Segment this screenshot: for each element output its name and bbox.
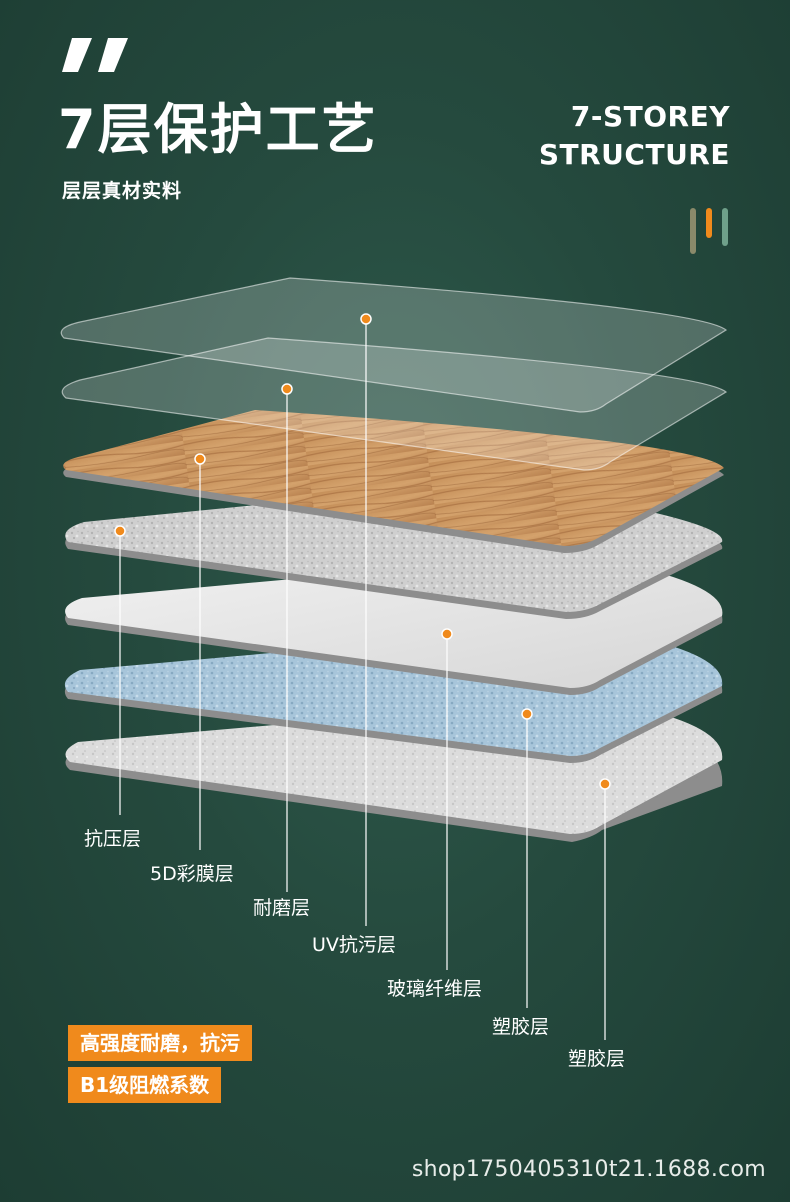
page-title: 7层保护工艺 xyxy=(58,98,378,161)
leader-lines xyxy=(119,319,606,1040)
shop-watermark: shop1750405310t21.1688.com xyxy=(411,1157,766,1182)
layer-5d-color-film xyxy=(63,410,724,553)
english-title-line-2: STRUCTURE xyxy=(538,138,730,171)
callout-dot xyxy=(599,778,611,790)
quote-mark-icon xyxy=(62,38,128,72)
english-title-line-1: 7-STOREY xyxy=(570,100,730,133)
callout-dot xyxy=(114,525,126,537)
callout-dot xyxy=(521,708,533,720)
layer-wear-resistant xyxy=(61,337,728,471)
label-plastic-layer-1: 塑胶层 xyxy=(492,1016,550,1038)
label-5d-film-layer: 5D彩膜层 xyxy=(150,863,234,885)
label-pressure-layer: 抗压层 xyxy=(84,828,142,850)
label-wear-layer: 耐磨层 xyxy=(253,897,311,919)
accent-bar xyxy=(722,208,728,246)
page-subtitle: 层层真材实料 xyxy=(62,180,183,202)
feature-badge-fire: B1级阻燃系数 xyxy=(68,1067,222,1103)
accent-bar xyxy=(690,208,696,254)
label-plastic-layer-2: 塑胶层 xyxy=(568,1048,626,1070)
callout-dot xyxy=(441,628,453,640)
layer-uv-anti-stain xyxy=(60,277,728,413)
feature-badge-wear: 高强度耐磨，抗污 xyxy=(68,1025,252,1061)
callout-dot xyxy=(194,453,206,465)
accent-bars-icon xyxy=(690,208,732,258)
callout-dots xyxy=(114,313,611,790)
english-title: 7-STOREY STRUCTURE xyxy=(539,98,730,174)
accent-bar xyxy=(706,208,712,238)
callout-dot xyxy=(360,313,372,325)
label-uv-layer: UV抗污层 xyxy=(312,934,396,956)
callout-dot xyxy=(281,383,293,395)
label-glass-fiber-layer: 玻璃纤维层 xyxy=(387,978,483,1000)
